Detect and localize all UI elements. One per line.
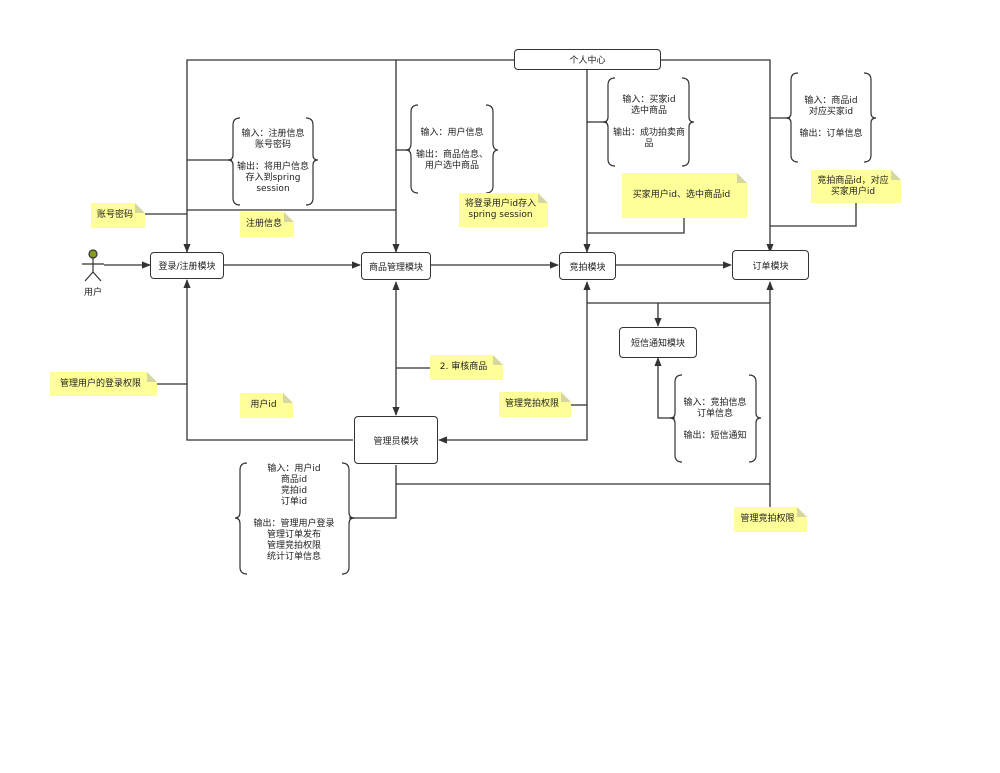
admin-io-text: 输入：用户id 商品id 竞拍id 订单id 输出：管理用户登录 管理订单发布 …: [253, 464, 335, 562]
note-store-session: 将登录用户id存入 spring session: [459, 193, 548, 227]
note-auction-goods-buyer: 竞拍商品id，对应 买家用户id: [811, 170, 901, 203]
login-io-text: 输入：注册信息 账号密码 输出：将用户信息 存入到spring session: [236, 129, 309, 194]
login-module-box[interactable]: 登录/注册模块: [150, 252, 224, 279]
sms-module-box[interactable]: 短信通知模块: [619, 327, 697, 358]
edge-to-sms: [587, 302, 770, 326]
note-manage-login: 管理用户的登录权限: [50, 372, 157, 396]
admin-module-box[interactable]: 管理员模块: [354, 416, 438, 464]
note-register-info: 注册信息: [240, 212, 294, 237]
user-actor-label: 用户: [84, 288, 103, 298]
goods-io-text: 输入：用户信息 输出：商品信息、 用户选中商品: [415, 128, 488, 171]
edge-center-to-order: [661, 59, 774, 253]
order-io-text: 输入：商品id 对应买家id 输出：订单信息: [799, 96, 863, 139]
note-buyer-selected: 买家用户id、选中商品id: [622, 173, 747, 218]
order-module-box[interactable]: 订单模块: [732, 250, 809, 280]
auction-io-text: 输入：买家id 选中商品 输出：成功拍卖商 品: [612, 95, 685, 149]
edge-center-to-login: [183, 59, 514, 253]
edge-admin-to-login: [183, 279, 353, 441]
edge-auction-admin: [438, 281, 591, 444]
note-manage-auction-left: 管理竞拍权限: [499, 392, 571, 417]
user-actor-icon: [82, 249, 104, 282]
note-user-id: 用户id: [240, 393, 293, 418]
edge-admin-to-order: [395, 281, 774, 485]
personal-center-box[interactable]: 个人中心: [514, 49, 661, 70]
note-account-password: 账号密码: [91, 203, 145, 228]
sms-io-text: 输入：竞拍信息 订单信息 输出：短信通知: [683, 398, 747, 441]
note-manage-auction-bottom: 管理竞拍权限: [734, 507, 807, 532]
auction-module-box[interactable]: 竞拍模块: [559, 252, 616, 280]
edge-sms-brace: [654, 357, 675, 419]
goods-module-box[interactable]: 商品管理模块: [361, 252, 431, 280]
note-review-goods: 2. 审核商品: [430, 355, 503, 380]
